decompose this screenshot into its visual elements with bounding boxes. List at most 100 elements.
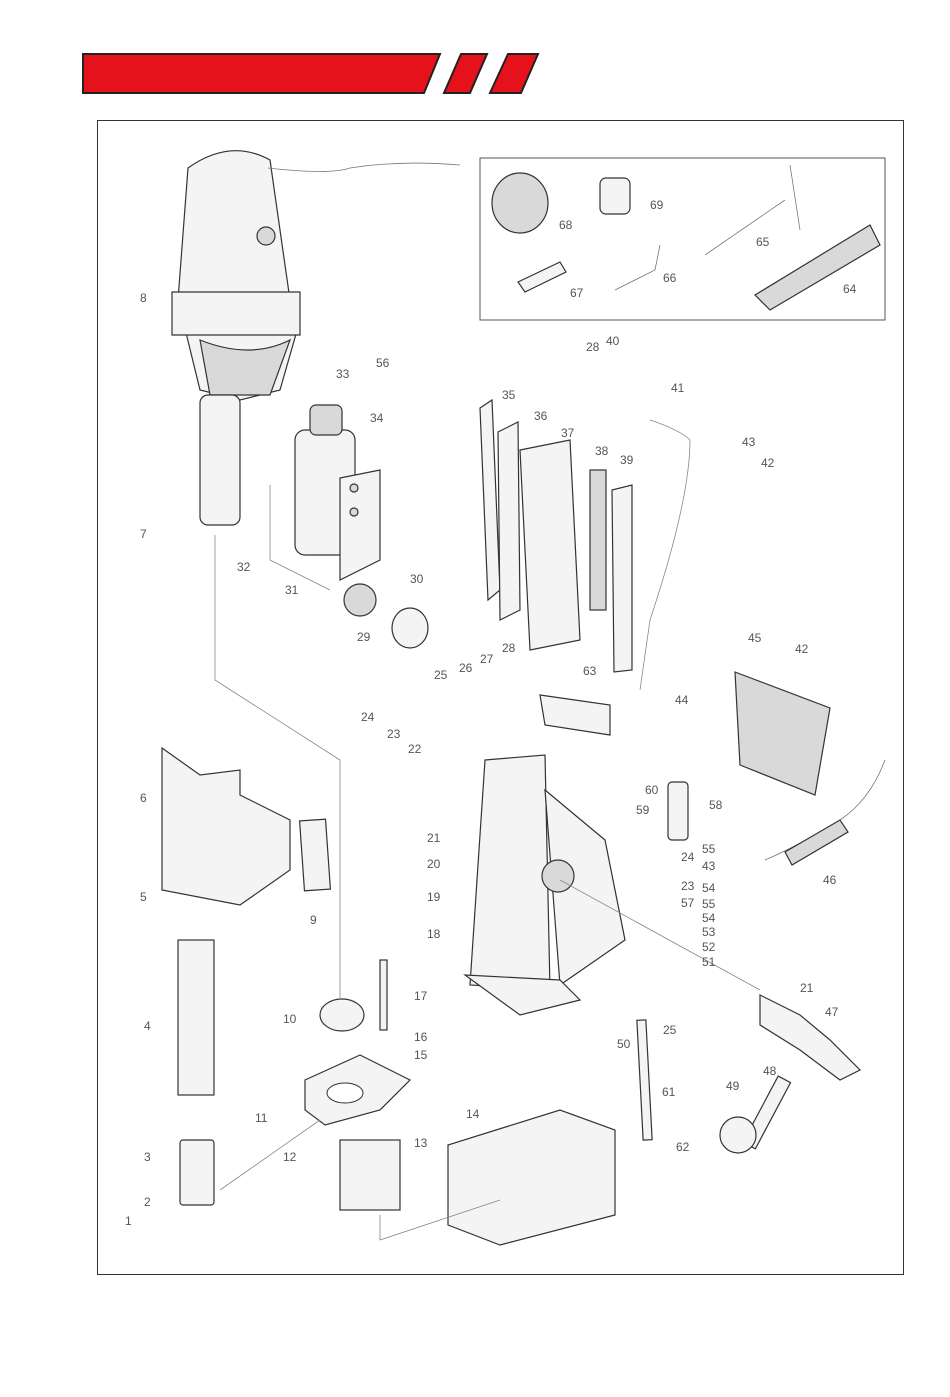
capacitor (668, 782, 688, 840)
callout-39: 39 (620, 453, 634, 467)
callout-62: 62 (676, 1140, 690, 1154)
callout-14: 14 (466, 1107, 480, 1121)
callout-57: 57 (681, 896, 695, 910)
callout-10: 10 (283, 1012, 297, 1026)
callout-66: 66 (663, 271, 677, 285)
handle-ball (720, 1117, 756, 1153)
callout-43b: 43 (702, 859, 716, 873)
callout-30: 30 (410, 572, 424, 586)
callout-59: 59 (636, 803, 650, 817)
callout-9: 9 (310, 913, 317, 927)
hex-key (615, 245, 660, 290)
callout-7: 7 (140, 527, 147, 541)
callout-25b: 25 (663, 1023, 677, 1037)
callout-37: 37 (561, 426, 575, 440)
callout-51: 51 (702, 955, 716, 969)
assembly-line-1 (215, 535, 340, 1000)
callout-24b: 24 (681, 850, 695, 864)
callout-24: 24 (361, 710, 375, 724)
switch-block (735, 672, 830, 795)
callout-28b: 28 (586, 340, 600, 354)
callout-5: 5 (140, 890, 147, 904)
callout-36: 36 (534, 409, 548, 423)
callout-45: 45 (748, 631, 762, 645)
callout-55b: 55 (702, 842, 716, 856)
callout-55: 55 (702, 897, 716, 911)
callout-25: 25 (434, 668, 448, 682)
callout-4: 4 (144, 1019, 151, 1033)
callout-49: 49 (726, 1079, 740, 1093)
callout-44: 44 (675, 693, 689, 707)
callout-3: 3 (144, 1150, 151, 1164)
pin-block (600, 178, 630, 214)
depth-scale (637, 1020, 652, 1140)
callout-6: 6 (140, 791, 147, 805)
callout-69: 69 (650, 198, 664, 212)
assembly-line-6 (220, 1120, 320, 1190)
chuck-adapter (492, 173, 548, 233)
callout-23b: 23 (681, 879, 695, 893)
callout-35: 35 (502, 388, 516, 402)
callout-29: 29 (357, 630, 371, 644)
mount-plate (180, 1140, 214, 1205)
callout-40: 40 (606, 334, 620, 348)
chip-shield (162, 748, 290, 905)
callout-26: 26 (459, 661, 473, 675)
callout-54: 54 (702, 911, 716, 925)
callout-21b: 21 (800, 981, 814, 995)
t-key (705, 165, 800, 255)
callout-23: 23 (387, 727, 401, 741)
callout-61: 61 (662, 1085, 676, 1099)
callout-34: 34 (370, 411, 384, 425)
callout-68: 68 (559, 218, 573, 232)
callout-47: 47 (825, 1005, 839, 1019)
strap (755, 225, 880, 310)
assembly-line-4 (640, 420, 690, 690)
cover-box (540, 695, 610, 735)
callout-19: 19 (427, 890, 441, 904)
callout-60: 60 (645, 783, 659, 797)
callout-67: 67 (570, 286, 584, 300)
callout-58: 58 (709, 798, 723, 812)
callout-12: 12 (283, 1150, 297, 1164)
callout-16: 16 (414, 1030, 428, 1044)
magnet-base (448, 1110, 615, 1245)
callout-22: 22 (408, 742, 422, 756)
knob-disc (392, 608, 428, 648)
spacer-block (340, 1140, 400, 1210)
callout-46: 46 (823, 873, 837, 887)
callout-52: 52 (702, 940, 716, 954)
callout-32: 32 (237, 560, 251, 574)
callout-65: 65 (756, 235, 770, 249)
callout-21: 21 (427, 831, 441, 845)
callout-54b: 54 (702, 881, 716, 895)
callout-8: 8 (140, 291, 147, 305)
callout-50: 50 (617, 1037, 631, 1051)
pinion-gear (344, 584, 376, 616)
slide-assembly (480, 400, 632, 672)
callout-28: 28 (502, 641, 516, 655)
main-frame (465, 755, 625, 1015)
callout-2: 2 (144, 1195, 151, 1209)
callout-64: 64 (843, 282, 857, 296)
bolt (380, 960, 387, 1030)
callout-48: 48 (763, 1064, 777, 1078)
callout-13: 13 (414, 1136, 428, 1150)
gearbox-cylinder (295, 405, 380, 580)
callout-43: 43 (742, 435, 756, 449)
callout-42: 42 (761, 456, 775, 470)
callout-38: 38 (595, 444, 609, 458)
callout-18: 18 (427, 927, 441, 941)
guard-channel (178, 940, 214, 1095)
callout-41: 41 (671, 381, 685, 395)
callout-11: 11 (255, 1111, 268, 1125)
callout-17: 17 (414, 989, 428, 1003)
callout-27: 27 (480, 652, 494, 666)
callout-15: 15 (414, 1048, 428, 1062)
callout-20: 20 (427, 857, 441, 871)
needle-bearing (320, 999, 364, 1031)
callout-63: 63 (583, 664, 597, 678)
callout-31: 31 (285, 583, 299, 597)
callout-56: 56 (376, 356, 390, 370)
